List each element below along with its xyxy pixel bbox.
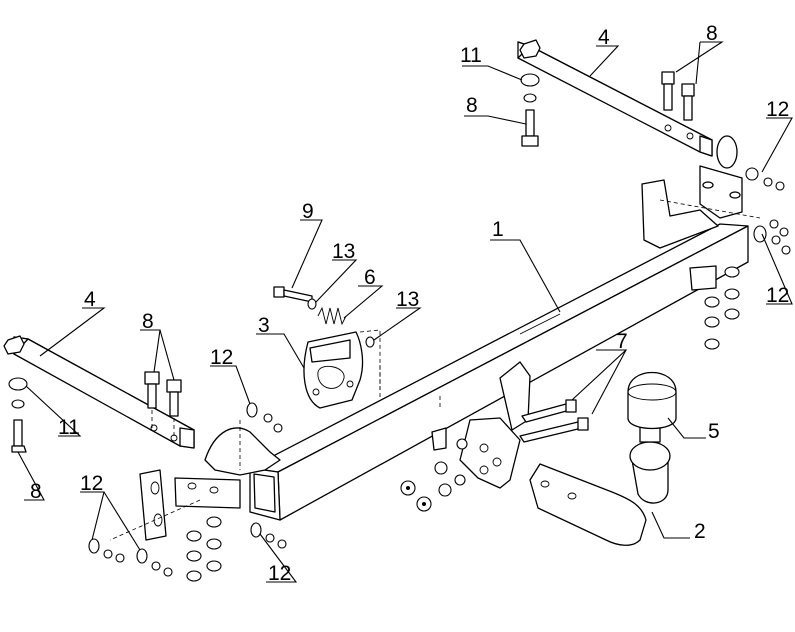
crossbar-left-bracket bbox=[109, 420, 281, 541]
right-top-nuts-12 bbox=[745, 167, 785, 191]
washer-13-mid bbox=[365, 336, 375, 348]
callout-8-right-mid: 8 bbox=[466, 94, 478, 117]
right-vertical-nuts bbox=[704, 266, 740, 350]
bottom-left-nuts-12 bbox=[88, 538, 173, 577]
callout-6: 6 bbox=[364, 266, 376, 289]
callout-7: 7 bbox=[616, 330, 628, 353]
ball-cap bbox=[627, 371, 677, 430]
callout-8-left-bottom: 8 bbox=[30, 480, 42, 503]
towball-mounting-plate bbox=[431, 361, 531, 489]
callout-4-left: 4 bbox=[84, 288, 96, 311]
crossbar-right-bracket bbox=[641, 135, 761, 291]
callout-labels: 1 2 3 4 4 5 6 7 8 8 8 8 9 11 11 12 12 12… bbox=[30, 22, 789, 585]
right-bolts-8 bbox=[521, 71, 695, 147]
left-bolts-8 bbox=[11, 371, 182, 453]
callout-4-right: 4 bbox=[598, 26, 610, 49]
right-side-member bbox=[517, 39, 713, 157]
bottom-center-nuts-12 bbox=[250, 522, 287, 549]
callout-8-left-top: 8 bbox=[142, 310, 154, 333]
callout-13-top: 13 bbox=[332, 240, 355, 263]
callout-12-center-left: 12 bbox=[210, 346, 233, 369]
callout-11-right: 11 bbox=[460, 44, 482, 67]
plate-nuts bbox=[400, 438, 468, 512]
left-washer-11b bbox=[11, 399, 25, 409]
callout-12-bottom-left: 12 bbox=[80, 472, 103, 495]
callout-12-bottom-center: 12 bbox=[268, 562, 291, 585]
center-left-nuts-12 bbox=[246, 402, 283, 433]
callout-5: 5 bbox=[708, 420, 720, 443]
socket-plate bbox=[303, 331, 364, 409]
right-bottom-nuts-12 bbox=[753, 219, 791, 255]
right-washer-11b bbox=[523, 93, 537, 103]
leader-lines bbox=[17, 41, 793, 583]
callout-12-right-top: 12 bbox=[766, 98, 789, 121]
spring bbox=[317, 306, 347, 326]
left-vertical-nuts bbox=[186, 516, 222, 582]
right-washer-11 bbox=[520, 73, 540, 87]
socket-bolt bbox=[273, 286, 313, 303]
callout-3: 3 bbox=[258, 314, 270, 337]
callout-12-right-bottom: 12 bbox=[766, 284, 789, 307]
callout-11-left: 11 bbox=[58, 416, 80, 439]
callout-9: 9 bbox=[302, 200, 314, 223]
callout-1: 1 bbox=[492, 218, 504, 241]
ball-neck bbox=[529, 425, 671, 546]
callout-8-right-top: 8 bbox=[706, 22, 718, 45]
washer-13-top bbox=[307, 298, 317, 310]
callout-13-mid: 13 bbox=[396, 288, 419, 311]
ball-bolts bbox=[519, 399, 589, 443]
left-washer-11 bbox=[8, 377, 28, 391]
callout-2: 2 bbox=[694, 520, 706, 543]
